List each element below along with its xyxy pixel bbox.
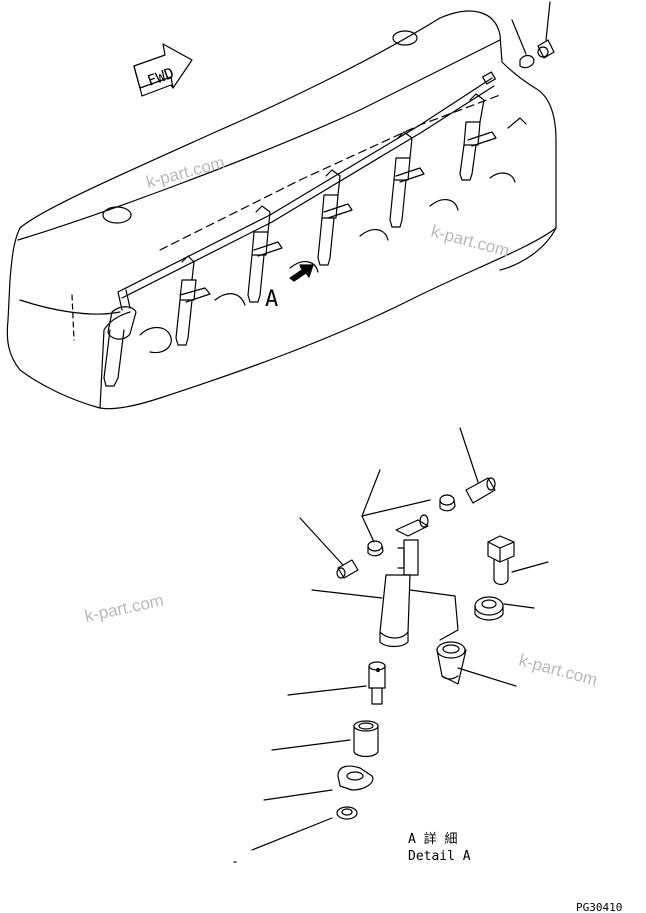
injector-6 [459, 93, 485, 181]
top-sleeve-and-clamp [511, 1, 555, 69]
injector-4 [317, 169, 341, 266]
forward-arrow [133, 43, 193, 97]
gasket-plate-part [337, 765, 374, 791]
sleeve-part [465, 477, 496, 504]
watermark-3: k-part.com [83, 591, 165, 626]
watermark-2: k-part.com [429, 222, 511, 261]
injector-5 [389, 131, 413, 228]
sleeve-part-2 [336, 559, 359, 579]
view-a-arrow [289, 264, 314, 282]
injector-3 [247, 205, 271, 303]
clamp-part-2 [367, 540, 384, 557]
watermark-4: k-part.com [517, 651, 599, 690]
washer-part [474, 596, 504, 621]
injector-2 [175, 255, 197, 346]
injector-1 [103, 289, 137, 387]
detail-en-label: Detail A [408, 849, 471, 864]
cylinder-head-cover [6, 10, 557, 410]
detail-a-exploded [233, 427, 549, 863]
retaining-nut-part [353, 720, 379, 758]
bolt-part [487, 535, 515, 586]
detail-jp-label: A 詳 細 [408, 831, 457, 847]
small-washer-part [336, 806, 358, 820]
drawing-code: PG30410 [576, 901, 622, 913]
fuel-return-pipe [117, 71, 496, 299]
injector-row [103, 93, 497, 387]
injector-body [379, 514, 429, 648]
clamp-part-1 [439, 494, 456, 512]
nozzle-part [368, 661, 386, 705]
holder-part [436, 641, 467, 685]
view-a-label: A [265, 287, 278, 312]
